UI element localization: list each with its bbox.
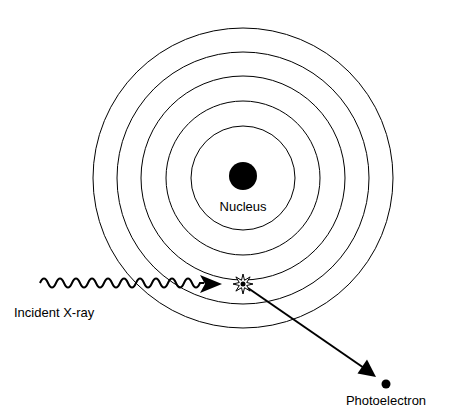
ejected-electron	[241, 282, 246, 287]
photoelectron-label: Photoelectron	[346, 393, 426, 409]
interaction-burst	[233, 274, 253, 294]
x-ray-label: Incident X-ray	[14, 305, 94, 321]
electron-shells	[93, 28, 393, 328]
shell-ring	[93, 28, 393, 328]
electron-arrowhead	[358, 360, 377, 378]
x-ray-wave	[40, 279, 204, 288]
shell-ring	[117, 52, 369, 304]
shell-ring	[191, 126, 295, 230]
nucleus-label: Nucleus	[220, 199, 267, 215]
nucleus-dot	[229, 162, 257, 190]
shell-ring	[166, 101, 320, 255]
photoelectron-dot	[382, 380, 391, 389]
electron-path	[248, 288, 364, 368]
x-ray-arrowhead	[200, 275, 222, 293]
shell-ring	[141, 76, 345, 280]
